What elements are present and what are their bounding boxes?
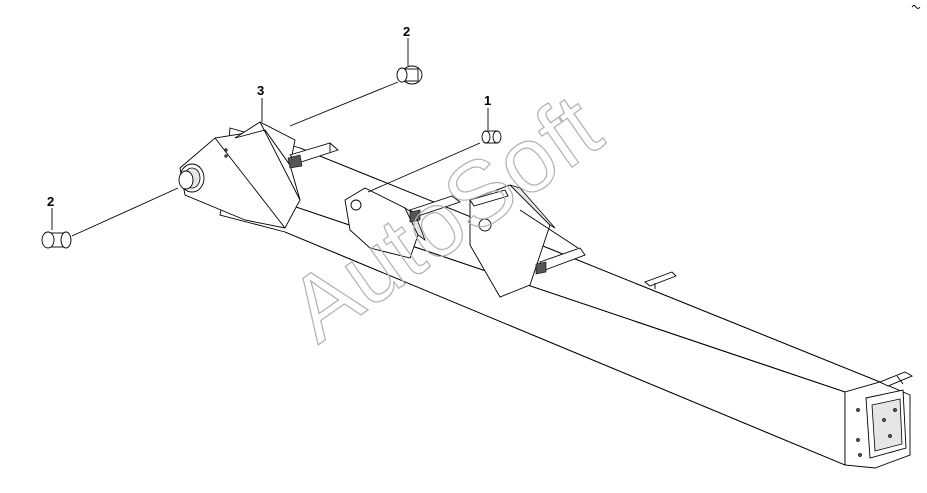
- front-mount-plate: [469, 184, 586, 298]
- mid-mount-plate: [344, 187, 461, 259]
- corner-mark: [911, 5, 921, 9]
- callout-2-left: 2: [47, 194, 54, 209]
- callout-1: 1: [484, 93, 491, 108]
- leader-lines: [51, 38, 489, 237]
- callout-2-top: 2: [403, 24, 410, 39]
- bushing-item-2-top: [396, 65, 423, 85]
- pin-item-1: [481, 130, 502, 144]
- callout-3: 3: [257, 83, 264, 98]
- beam-end-plate: [844, 371, 914, 469]
- bushing-item-2-left: [41, 231, 72, 249]
- rear-pivot-housing: [178, 121, 339, 229]
- beam-tab: [644, 271, 677, 287]
